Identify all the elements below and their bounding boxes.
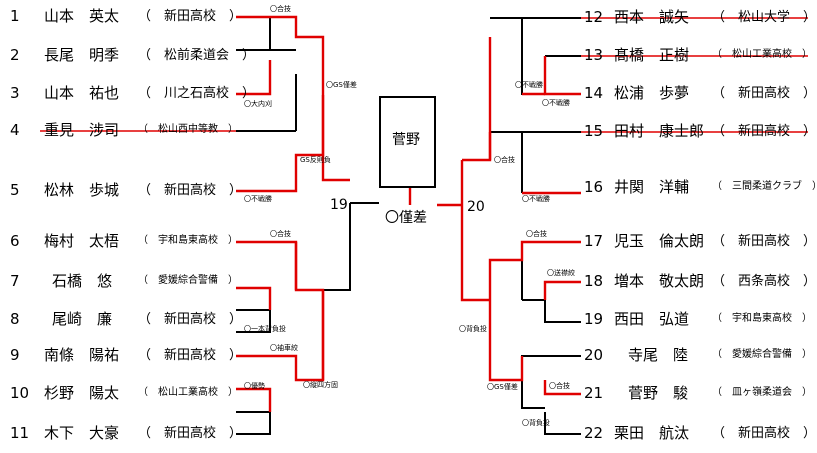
player-name: 松林 歩城 [44,181,120,199]
player-affiliation: （ 宇和島東高校 ） [712,313,812,324]
player-number: 16 [584,178,604,196]
player-affiliation: （ 愛媛綜合警備 ） [712,349,812,360]
result-label: 〇合技 [526,230,547,238]
player-name: 西田 弘道 [614,310,690,328]
player-name: 菅野 駿 [628,384,689,402]
player-affiliation: （ 新田高校 ） [138,426,243,441]
result-label: 〇縦四方固 [303,381,338,389]
champion-name: 菅野 [392,132,420,148]
player-affiliation: （ 新田高校 ） [712,426,817,441]
player-affiliation: （ 新田高校 ） [138,9,243,24]
player-name: 石橋 悠 [52,272,113,290]
player-number: 9 [10,346,20,364]
result-label: 〇不戦勝 [515,81,543,89]
player-name: 松浦 歩夢 [614,84,690,102]
player-name: 髙橋 正樹 [614,46,690,64]
player-number: 11 [10,424,30,442]
champion-box [379,96,436,188]
player-number: 2 [10,46,20,64]
player-number: 13 [584,46,604,64]
player-affiliation: （ 松前柔道会 ） [138,48,256,63]
player-number: 17 [584,232,604,250]
result-label: 〇GS僅差 [487,383,518,391]
player-name: 山本 英太 [44,7,120,25]
result-label: 〇不戦勝 [522,195,550,203]
result-label: 〇不戦勝 [542,99,570,107]
player-number: 10 [10,384,30,402]
player-number: 21 [584,384,604,402]
player-name: 長尾 明季 [44,46,120,64]
player-number: 7 [10,272,20,290]
bracket-black-lines [236,16,581,435]
result-label: 〇袖車絞 [270,344,298,352]
result-label: 〇背負投 [459,325,487,333]
result-label: 〇合技 [549,382,570,390]
result-label: 〇優勢 [244,382,265,390]
player-number: 3 [10,84,20,102]
player-affiliation: （ 愛媛綜合警備 ） [138,275,238,286]
result-label: 〇合技 [270,5,291,13]
strike-lines [40,17,808,133]
result-label: 〇大内刈 [244,100,272,108]
semifinal-left-number: 19 [330,197,348,213]
player-affiliation: （ 宇和島東高校 ） [138,235,238,246]
player-number: 1 [10,7,20,25]
player-number: 22 [584,424,604,442]
result-label: GS反則負 [300,156,331,164]
player-name: 増本 敬太朗 [614,272,705,290]
player-name: 西本 誠矢 [614,8,690,26]
player-number: 6 [10,232,20,250]
player-name: 寺尾 陸 [628,346,689,364]
player-affiliation: （ 松山工業高校 ） [712,49,812,60]
result-label: 〇合技 [270,230,291,238]
result-label: 〇不戦勝 [244,195,272,203]
player-affiliation: （ 新田高校 ） [138,183,243,198]
player-name: 重見 涉司 [44,121,120,139]
player-affiliation: （ 新田高校 ） [138,348,243,363]
player-number: 15 [584,122,604,140]
player-number: 12 [584,8,604,26]
player-name: 尾崎 廉 [52,310,113,328]
player-name: 山本 祐也 [44,84,120,102]
player-affiliation: （ 新田高校 ） [712,124,817,139]
player-number: 14 [584,84,604,102]
player-name: 杉野 陽太 [44,384,120,402]
player-name: 栗田 航汰 [614,424,690,442]
player-name: 南條 陽祐 [44,346,120,364]
player-affiliation: （ 西条高校 ） [712,274,817,289]
player-number: 5 [10,181,20,199]
player-affiliation: （ 松山大学 ） [712,10,817,25]
player-name: 井関 洋輔 [614,178,690,196]
bracket-red-lines [236,15,581,412]
result-label: 〇一本背負投 [244,325,286,333]
result-label: 〇GS僅差 [326,81,357,89]
player-number: 18 [584,272,604,290]
player-affiliation: （ 三間柔道クラブ ） [712,181,817,192]
player-affiliation: （ 新田高校 ） [712,86,817,101]
player-number: 20 [584,346,604,364]
result-label: 〇背負投 [522,419,550,427]
player-affiliation: （ 新田高校 ） [712,234,817,249]
player-affiliation: （ 松山西中等教 ） [138,124,238,135]
player-number: 8 [10,310,20,328]
player-affiliation: （ 皿ヶ嶺柔道会 ） [712,387,812,398]
semifinal-right-number: 20 [467,199,485,215]
player-name: 木下 大豪 [44,424,120,442]
player-number: 19 [584,310,604,328]
final-result: 〇僅差 [385,210,427,226]
player-affiliation: （ 松山工業高校 ） [138,387,238,398]
player-affiliation: （ 川之石高校 ） [138,86,256,101]
player-name: 児玉 倫太朗 [614,232,705,250]
player-number: 4 [10,121,20,139]
player-name: 田村 康士郎 [614,122,705,140]
result-label: 〇送襟絞 [547,269,575,277]
player-name: 梅村 太梧 [44,232,120,250]
result-label: 〇合技 [494,156,515,164]
player-affiliation: （ 新田高校 ） [138,312,243,327]
